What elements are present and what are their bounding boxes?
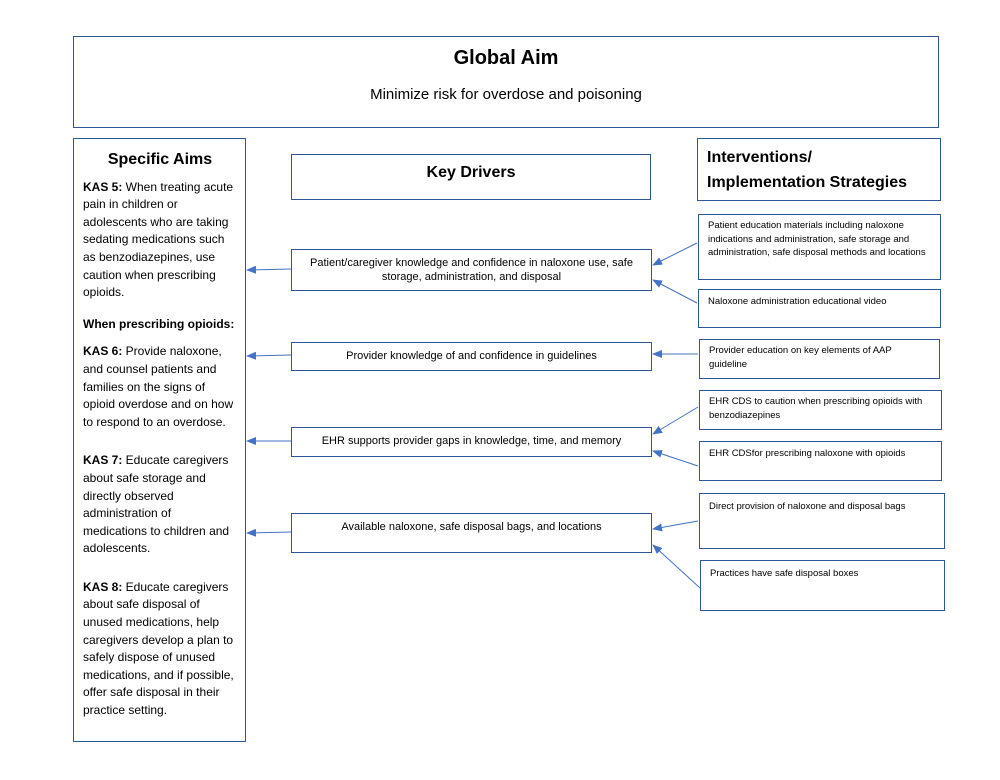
arrow-driver4-to-aims	[246, 528, 292, 537]
arrow-int1-to-driver1	[652, 242, 698, 266]
arrow-int2-to-driver1	[652, 279, 698, 304]
specific-aims-box: Specific Aims KAS 5: When treating acute…	[73, 138, 246, 742]
intervention-2: Naloxone administration educational vide…	[698, 289, 941, 328]
key-driver-3: EHR supports provider gaps in knowledge,…	[291, 427, 652, 457]
arrow-int4-to-driver3	[652, 406, 699, 435]
key-driver-4: Available naloxone, safe disposal bags, …	[291, 513, 652, 553]
key-drivers-header: Key Drivers	[291, 154, 651, 200]
intervention-5: EHR CDSfor prescribing naloxone with opi…	[699, 441, 942, 481]
global-aim-subtitle: Minimize risk for overdose and poisoning	[370, 86, 642, 103]
kas8-label: KAS 8:	[83, 579, 123, 594]
when-prescribing-label: When prescribing opioids:	[83, 316, 235, 331]
intervention-4: EHR CDS to caution when prescribing opio…	[699, 390, 942, 430]
intervention-1: Patient education materials including na…	[698, 214, 941, 280]
intervention-3: Provider education on key elements of AA…	[699, 339, 940, 379]
interventions-header: Interventions/ Implementation Strategies	[697, 138, 941, 201]
kas7-label: KAS 7:	[83, 453, 123, 468]
kas8-text: KAS 8: Educate caregivers about safe dis…	[83, 579, 234, 718]
intervention-7: Practices have safe disposal boxes	[700, 560, 945, 611]
kas5-text: KAS 5: When treating acute pain in child…	[83, 179, 234, 300]
key-driver-2: Provider knowledge of and confidence in …	[291, 342, 652, 371]
arrow-driver2-to-aims	[246, 351, 292, 360]
kas6-label: KAS 6:	[83, 344, 123, 359]
kas5-label: KAS 5:	[83, 179, 123, 194]
kas6-text: KAS 6: Provide naloxone, and counsel pat…	[83, 344, 234, 429]
intervention-6: Direct provision of naloxone and disposa…	[699, 493, 945, 549]
global-aim-title: Global Aim	[453, 47, 559, 69]
arrow-driver1-to-aims	[246, 265, 292, 274]
kas7-text: KAS 7: Educate caregivers about safe sto…	[83, 453, 230, 556]
arrow-int6-to-driver4	[652, 520, 699, 532]
arrow-int5-to-driver3	[652, 450, 699, 467]
specific-aims-header: Specific Aims	[107, 151, 213, 168]
global-aim-box: Global Aim Minimize risk for overdose an…	[73, 36, 939, 128]
arrow-int7-to-driver4	[652, 544, 701, 589]
key-driver-1: Patient/caregiver knowledge and confiden…	[291, 249, 652, 291]
